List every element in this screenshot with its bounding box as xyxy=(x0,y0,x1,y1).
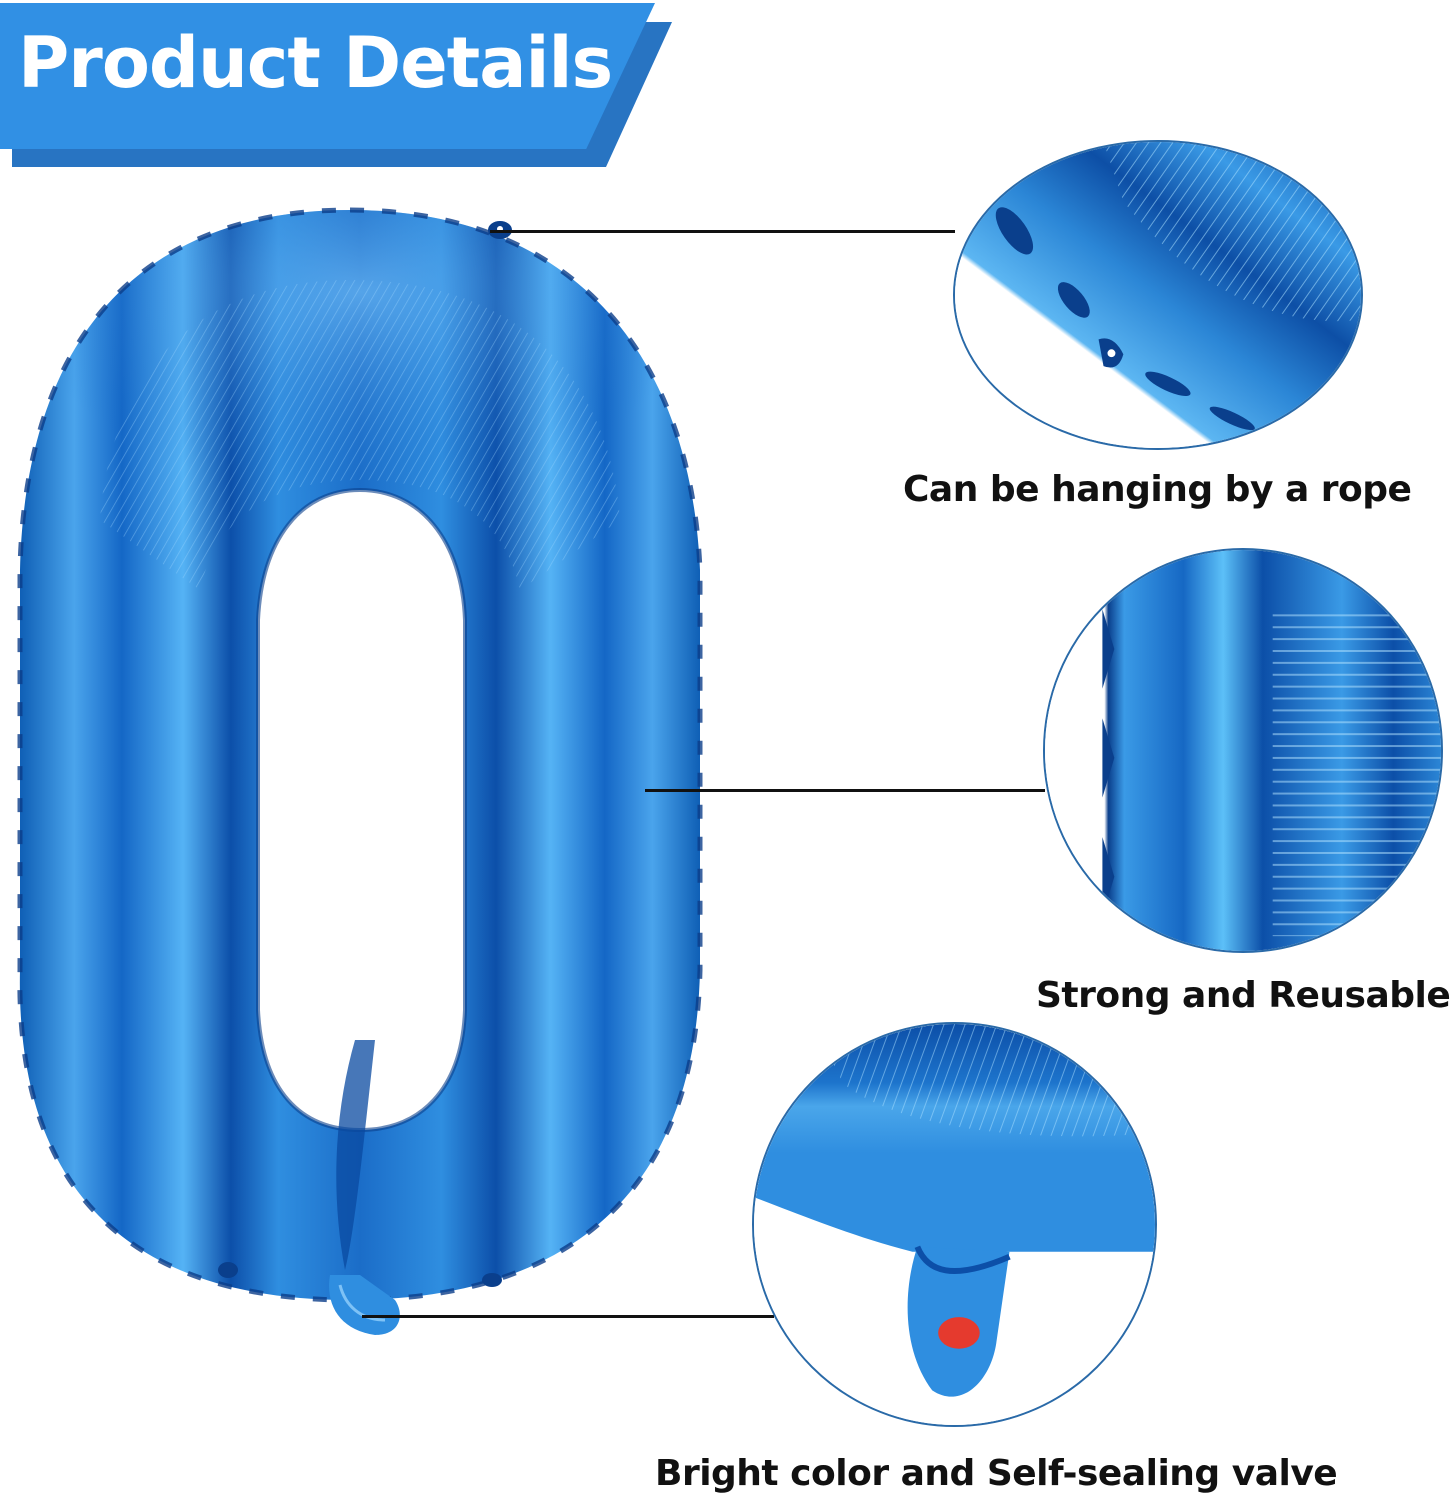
detail-caption-strong: Strong and Reusable xyxy=(1036,975,1451,1016)
connector-line-2 xyxy=(645,789,1045,792)
detail-zoom-self-sealing-valve xyxy=(752,1022,1157,1427)
balloon-image xyxy=(0,190,720,1354)
hanging-tab-closeup-icon xyxy=(955,142,1361,448)
detail-zoom-foil-surface xyxy=(1043,548,1443,953)
detail-caption-valve: Bright color and Self-sealing valve xyxy=(655,1453,1338,1494)
connector-line-3 xyxy=(362,1315,774,1318)
detail-caption-hanging: Can be hanging by a rope xyxy=(903,469,1412,510)
valve-closeup-icon xyxy=(754,1024,1155,1425)
number-zero-balloon-icon xyxy=(17,207,703,1335)
foil-surface-closeup-icon xyxy=(1045,550,1441,951)
connector-line-1 xyxy=(490,230,955,233)
page-title: Product Details xyxy=(18,22,613,104)
banner xyxy=(0,3,655,149)
detail-zoom-hanging-tab xyxy=(953,140,1363,450)
